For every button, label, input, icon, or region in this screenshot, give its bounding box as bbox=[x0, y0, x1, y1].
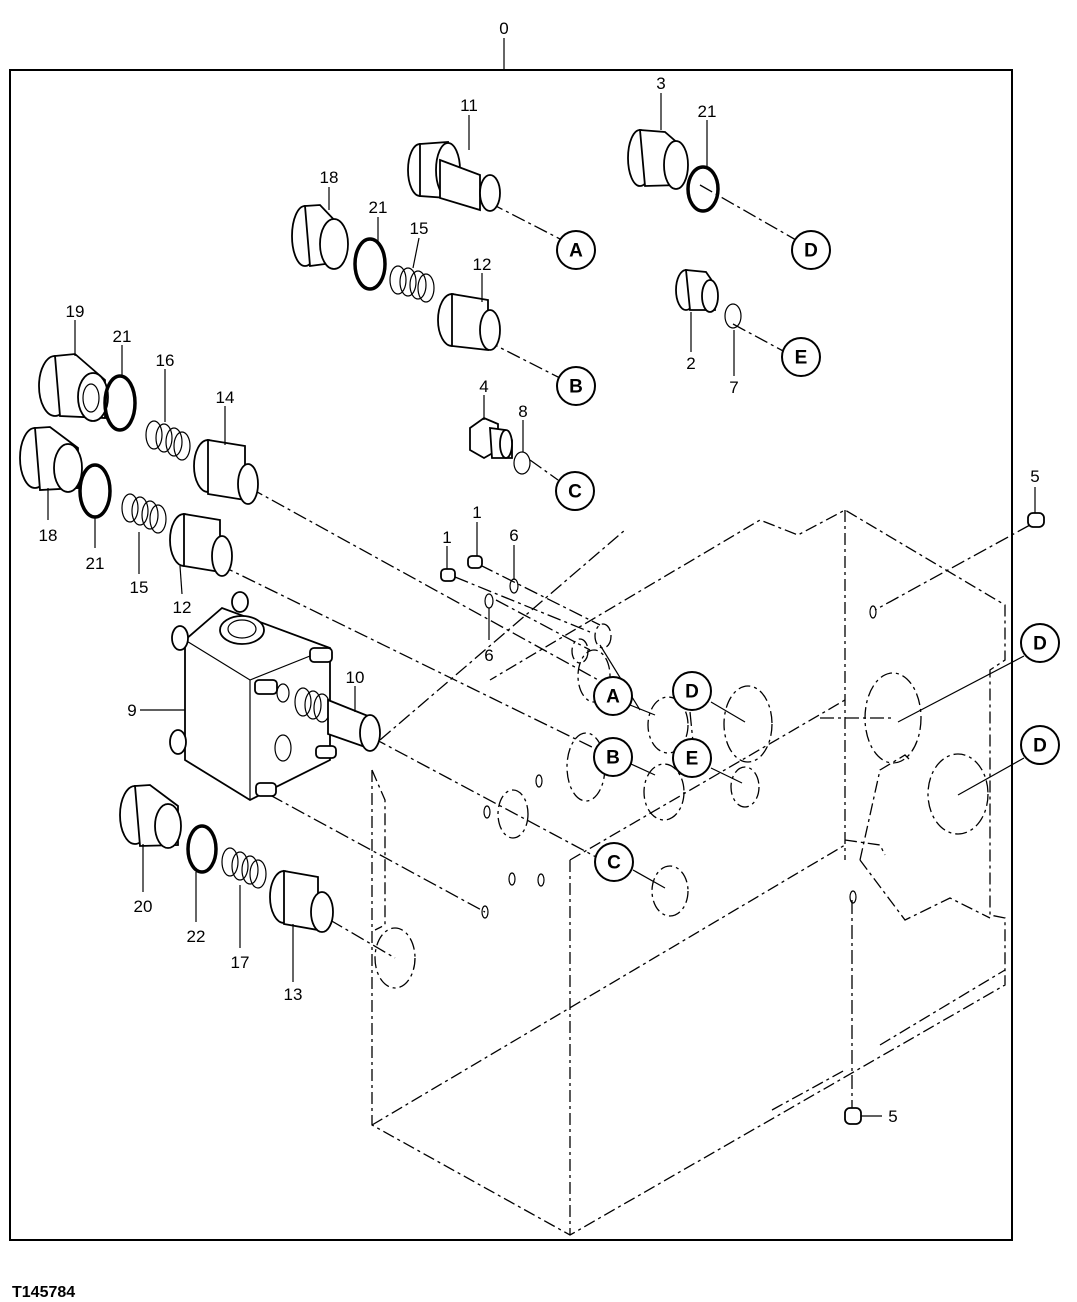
center-lines bbox=[219, 184, 1031, 1108]
part-7-o-ring[interactable] bbox=[724, 303, 742, 329]
callout-5-bottom: 5 bbox=[888, 1107, 897, 1126]
connector-e-housing: E bbox=[686, 749, 699, 770]
part-11-plug[interactable] bbox=[407, 141, 501, 212]
part-21-o-ring-d[interactable] bbox=[78, 463, 112, 519]
connector-d-right-upper: D bbox=[1033, 634, 1047, 655]
part-8-o-ring[interactable] bbox=[513, 451, 531, 475]
callout-16: 16 bbox=[156, 351, 175, 370]
callout-2: 2 bbox=[686, 354, 695, 373]
callout-5-top: 5 bbox=[1030, 467, 1039, 486]
callout-18-lower: 18 bbox=[39, 526, 58, 545]
part-21-o-ring-c[interactable] bbox=[103, 374, 137, 432]
callout-4: 4 bbox=[479, 377, 488, 396]
callout-1-right: 1 bbox=[472, 503, 481, 522]
callout-21-left-lower: 21 bbox=[86, 554, 105, 573]
callout-14: 14 bbox=[216, 388, 235, 407]
part-6-o-ring-b[interactable] bbox=[484, 593, 494, 609]
part-12-spool-lower[interactable] bbox=[169, 512, 233, 577]
callout-22: 22 bbox=[187, 927, 206, 946]
part-4-plug[interactable] bbox=[469, 416, 513, 460]
part-21-o-ring-a[interactable] bbox=[353, 237, 387, 291]
part-13-spool[interactable] bbox=[269, 869, 334, 933]
part-3-plug[interactable] bbox=[627, 129, 689, 190]
connector-bubbles: A B C D E A D B E C D D bbox=[555, 230, 1060, 882]
part-5-plug-top[interactable] bbox=[1027, 512, 1045, 528]
callout-6-upper: 6 bbox=[509, 526, 518, 545]
callout-1-left: 1 bbox=[442, 528, 451, 547]
connector-d-housing: D bbox=[685, 682, 699, 703]
part-10-spool[interactable] bbox=[294, 687, 381, 752]
part-15-spring-lower[interactable] bbox=[121, 493, 167, 534]
part-20-plug[interactable] bbox=[119, 784, 182, 849]
callout-7: 7 bbox=[729, 378, 738, 397]
part-21-o-ring-b[interactable] bbox=[686, 165, 720, 213]
part-15-spring-upper[interactable] bbox=[389, 265, 435, 303]
callout-20: 20 bbox=[134, 897, 153, 916]
callout-10: 10 bbox=[346, 668, 365, 687]
callout-numbers: 11 18 21 15 12 3 21 2 7 4 8 19 21 16 14 … bbox=[39, 74, 1040, 1126]
part-1-screw-a[interactable] bbox=[440, 568, 456, 582]
callout-12-lower: 12 bbox=[173, 598, 192, 617]
valve-housing-outline bbox=[371, 509, 1006, 1236]
part-16-spring[interactable] bbox=[145, 420, 191, 461]
callout-21-right: 21 bbox=[698, 102, 717, 121]
connector-d-right-lower: D bbox=[1033, 736, 1047, 757]
reference-code: T145784 bbox=[12, 1284, 75, 1301]
part-18-plug-upper[interactable] bbox=[291, 204, 349, 270]
callout-21-upper: 21 bbox=[369, 198, 388, 217]
connector-c-housing: C bbox=[607, 853, 621, 874]
callout-6-lower: 6 bbox=[484, 646, 493, 665]
part-14-spool[interactable] bbox=[193, 438, 259, 505]
callout-3: 3 bbox=[656, 74, 665, 93]
callout-19: 19 bbox=[66, 302, 85, 321]
callout-18-upper: 18 bbox=[320, 168, 339, 187]
callout-8: 8 bbox=[518, 402, 527, 421]
part-9-cover[interactable] bbox=[169, 591, 331, 802]
callout-21-left-upper: 21 bbox=[113, 327, 132, 346]
part-22-o-ring[interactable] bbox=[186, 824, 218, 874]
part-12-spool-upper[interactable] bbox=[437, 292, 501, 352]
connector-a-upper: A bbox=[569, 241, 583, 262]
connector-d-upper: D bbox=[804, 241, 818, 262]
part-18-plug-lower[interactable] bbox=[19, 426, 83, 493]
callout-17: 17 bbox=[231, 953, 250, 972]
part-2-plug[interactable] bbox=[675, 268, 719, 313]
cover-studs bbox=[254, 647, 337, 797]
connector-e-upper: E bbox=[795, 348, 808, 369]
leader-lines bbox=[47, 93, 1036, 1117]
callout-9: 9 bbox=[127, 701, 136, 720]
diagram-frame bbox=[9, 69, 1013, 1241]
connector-a-housing: A bbox=[606, 687, 620, 708]
callout-11: 11 bbox=[460, 96, 478, 115]
part-1-screw-b[interactable] bbox=[467, 555, 483, 569]
callout-15-lower: 15 bbox=[130, 578, 149, 597]
callout-13: 13 bbox=[284, 985, 303, 1004]
part-17-spring[interactable] bbox=[221, 847, 267, 889]
callout-15-upper: 15 bbox=[410, 219, 429, 238]
part-5-plug-bottom[interactable] bbox=[844, 1107, 862, 1125]
part-19-plug[interactable] bbox=[38, 353, 109, 422]
callout-12-upper: 12 bbox=[473, 255, 492, 274]
part-6-o-ring-a[interactable] bbox=[509, 578, 519, 594]
assembly-label: 0 bbox=[499, 19, 508, 38]
connector-b-upper: B bbox=[569, 377, 583, 398]
connector-c-upper: C bbox=[568, 482, 582, 503]
connector-b-housing: B bbox=[606, 748, 620, 769]
